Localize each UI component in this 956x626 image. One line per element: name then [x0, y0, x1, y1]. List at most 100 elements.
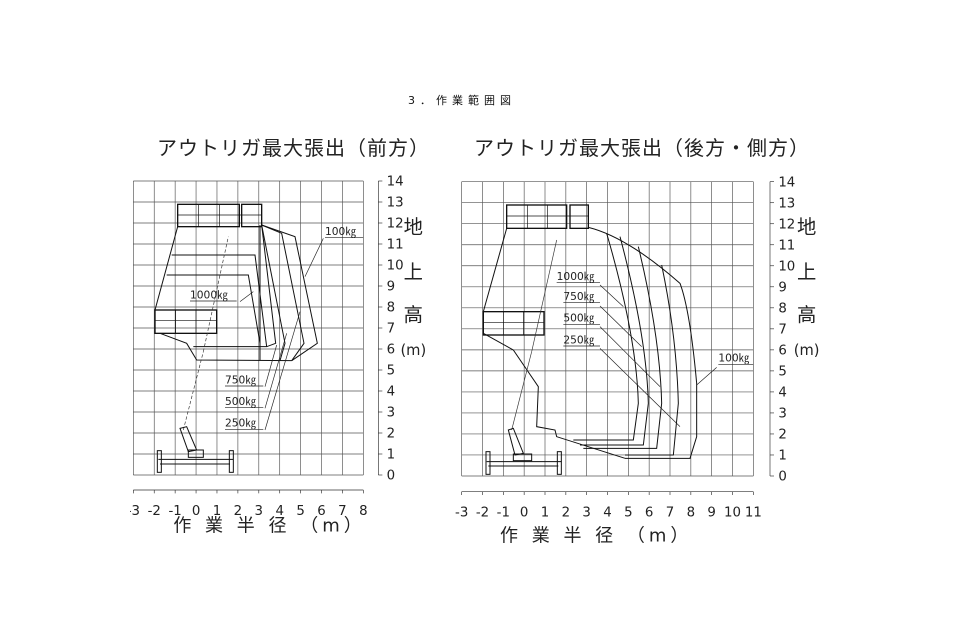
load-label: 1000㎏ [190, 288, 228, 301]
y-axis-title: 地 [404, 215, 423, 238]
y-tick-label: 3 [778, 407, 786, 422]
y-tick-label: 8 [387, 301, 395, 316]
envelope-left [482, 228, 508, 312]
load-leader-line [599, 305, 642, 347]
boom-path [183, 236, 229, 431]
y-tick-label: 7 [387, 322, 395, 337]
truck-icon [156, 426, 234, 473]
envelope-1000kg-upper [171, 254, 268, 347]
y-tick-label: 7 [778, 323, 786, 338]
lower-platform [154, 309, 218, 334]
x-tick-label: 7 [666, 506, 674, 521]
y-tick-label: 0 [778, 470, 786, 485]
y-tick-label: 13 [778, 196, 795, 211]
y-tick-label: 2 [387, 427, 395, 442]
x-tick-label: 1 [213, 504, 221, 519]
y-tick-label: 12 [778, 217, 795, 232]
y-axis-title: (m) [400, 342, 426, 359]
y-tick-label: 4 [387, 385, 395, 400]
x-tick-label: -3 [455, 506, 468, 521]
y-tick-label: 10 [387, 259, 404, 274]
y-tick-label: 11 [387, 238, 404, 253]
x-tick-label: 2 [562, 506, 570, 521]
front-chart-title: アウトリガ最大張出（前方） [157, 136, 430, 160]
envelope-100kg [588, 226, 698, 459]
x-tick-label: 11 [745, 506, 762, 521]
load-label: 1000㎏ [557, 270, 595, 283]
load-leader-line [304, 238, 324, 277]
y-tick-label: 10 [778, 259, 795, 274]
x-axis-title: 作 業 半 径 （m） [173, 516, 365, 537]
envelope-750kg [580, 236, 649, 446]
rear-side-chart-title: アウトリガ最大張出（後方・側方） [474, 136, 810, 160]
lower-platform [482, 311, 545, 336]
x-tick-label: 8 [359, 504, 367, 519]
load-leader-line [599, 284, 624, 307]
document-title: 3．作業範囲図 [408, 94, 516, 107]
load-leader-line [239, 291, 254, 302]
x-tick-label: -1 [497, 506, 510, 521]
envelope-250kg [625, 264, 679, 456]
envelope-250kg [261, 224, 305, 361]
envelope-750kg [193, 224, 277, 348]
load-label: 500㎏ [563, 312, 594, 325]
x-tick-label: 3 [582, 506, 590, 521]
upper-platform [505, 204, 589, 229]
load-leader-line [264, 344, 277, 387]
x-tick-label: 5 [624, 506, 632, 521]
load-label: 750㎏ [563, 290, 594, 303]
y-tick-label: 6 [778, 344, 786, 359]
y-axis-title: 上 [404, 260, 423, 283]
y-tick-label: 9 [387, 280, 395, 295]
load-leader-line [599, 326, 661, 387]
y-tick-label: 12 [387, 217, 404, 232]
x-tick-label: 0 [520, 506, 528, 521]
envelope-500kg [583, 246, 663, 449]
boom-path [511, 239, 557, 431]
x-tick-label: 3 [255, 504, 263, 519]
y-tick-label: 11 [778, 238, 795, 253]
y-tick-label: 0 [387, 469, 395, 484]
work-envelopes [482, 226, 698, 459]
x-tick-label: 7 [338, 504, 346, 519]
x-tick-label: -2 [148, 504, 161, 519]
x-tick-label: 4 [275, 504, 283, 519]
envelope-1000kg [573, 233, 639, 441]
y-tick-label: 3 [387, 406, 395, 421]
load-leader-line [599, 348, 681, 427]
envelope-left [154, 226, 179, 311]
x-tick-label: -3 [130, 504, 140, 519]
x-tick-label: 6 [645, 506, 653, 521]
load-label: 500㎏ [225, 395, 256, 408]
upper-platform [177, 203, 263, 228]
load-label: 100㎏ [325, 225, 356, 238]
x-tick-label: 9 [707, 506, 715, 521]
x-tick-label: 6 [317, 504, 325, 519]
envelope-1000kg-lower [166, 274, 261, 344]
x-tick-label: 1 [541, 506, 549, 521]
y-tick-label: 1 [387, 448, 395, 463]
load-label: 750㎏ [225, 373, 256, 386]
y-tick-label: 5 [387, 364, 395, 379]
y-tick-label: 9 [778, 280, 786, 295]
y-tick-label: 4 [778, 386, 786, 401]
load-label: 250㎏ [225, 417, 256, 430]
load-label: 250㎏ [563, 333, 594, 346]
envelope-base [483, 332, 626, 459]
envelope-base [159, 332, 292, 362]
load-label: 100㎏ [718, 352, 749, 365]
work-envelopes [154, 224, 318, 362]
x-tick-label: 0 [192, 504, 200, 519]
front-working-range-diagram: 01234567891011121314-3-2-1012345678地上高(m… [130, 175, 426, 537]
y-tick-label: 1 [778, 449, 786, 464]
x-tick-label: 4 [603, 506, 611, 521]
x-tick-label: 2 [234, 504, 242, 519]
y-tick-label: 5 [778, 365, 786, 380]
envelope-500kg [261, 224, 286, 361]
load-leader-line [264, 333, 287, 409]
y-tick-label: 13 [387, 196, 404, 211]
y-axis-title: 上 [797, 260, 816, 283]
y-axis-title: 高 [797, 304, 816, 327]
y-tick-label: 2 [778, 428, 786, 443]
